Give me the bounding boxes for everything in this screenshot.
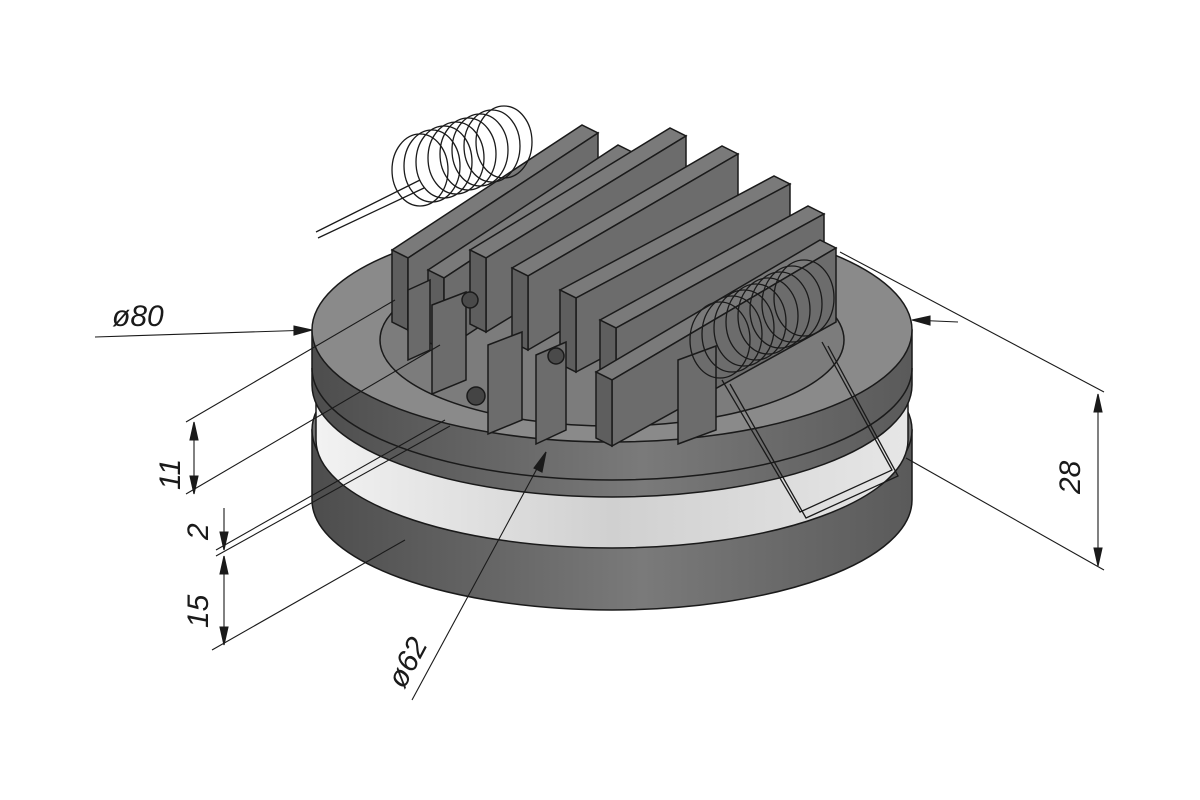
- clip-posts: [407, 278, 717, 446]
- heatsink-fins: [390, 124, 838, 448]
- dim-inner-diameter: ø62: [381, 632, 435, 693]
- dim-gap-2: 2: [182, 523, 215, 541]
- dim-outer-diameter: ø80: [112, 300, 164, 333]
- spring-right: [689, 259, 899, 519]
- dim-base-15: 15: [182, 594, 215, 628]
- dim-height-11: 11: [154, 459, 187, 490]
- spring-left: [315, 105, 533, 239]
- dimension-lines: [94, 251, 1105, 701]
- dim-total-28: 28: [1054, 460, 1087, 495]
